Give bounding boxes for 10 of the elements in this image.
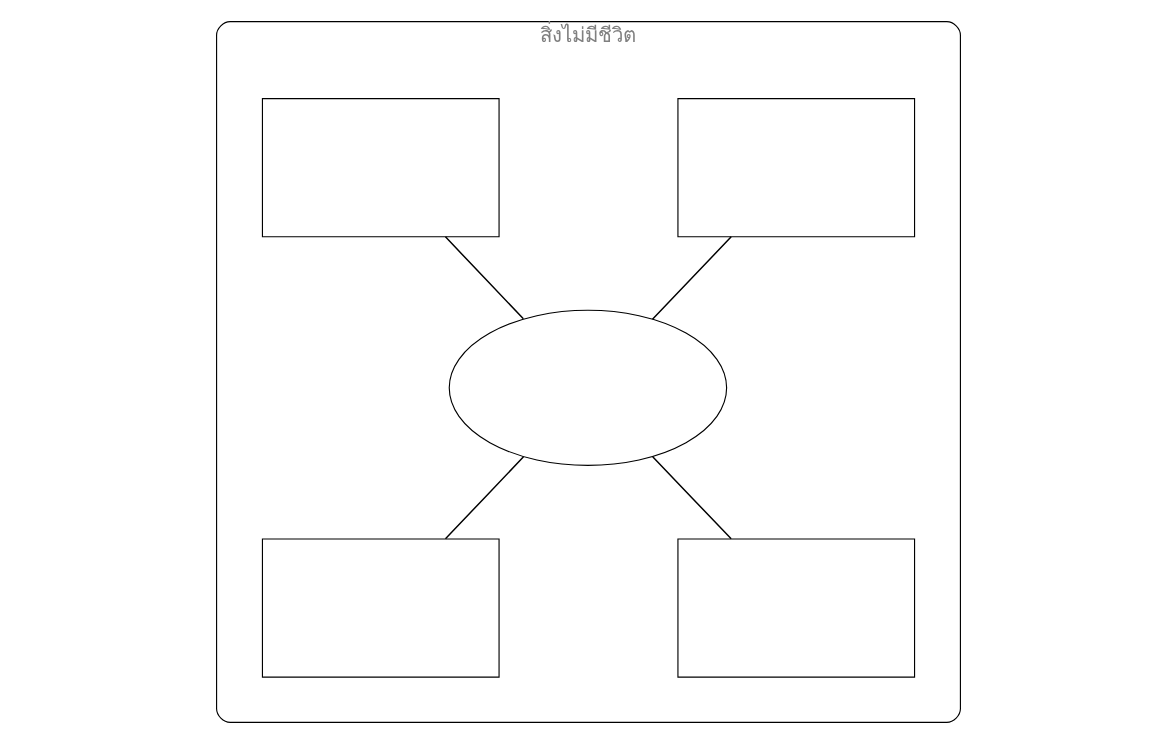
node-box [261,98,500,238]
node-box [261,538,500,678]
node-box [676,98,915,238]
connector [444,236,524,320]
cluster: สิ่งไม่มีชีวิต [215,21,961,723]
connector [651,456,732,540]
connector [444,456,524,540]
node-ellipse [448,309,727,466]
node-box [676,538,915,678]
connector [651,236,732,320]
